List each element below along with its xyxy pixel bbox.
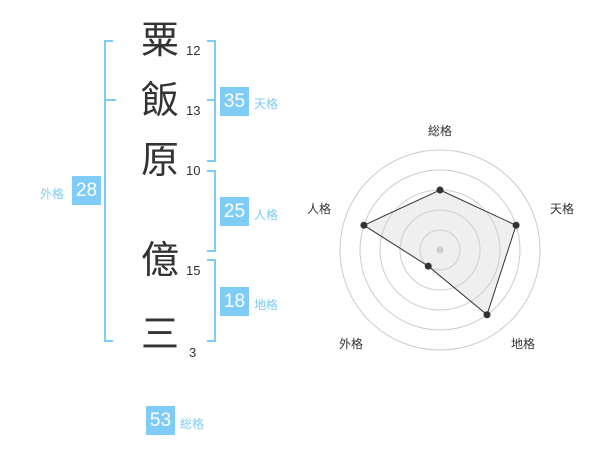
radar-ring [399, 209, 481, 291]
radar-label-gaikaku: 外格 [339, 337, 364, 351]
radar-center [436, 246, 444, 254]
stroke-count-1: 12 [186, 43, 201, 58]
tenkaku-bracket [207, 40, 216, 162]
radar-point-5 [360, 221, 368, 229]
gaikaku-value: 28 [72, 176, 101, 205]
radar-ring [339, 149, 541, 351]
radar-ring [419, 229, 461, 271]
name-char-3: 原 [140, 138, 179, 182]
stroke-count-4: 15 [186, 263, 201, 278]
tenkaku-label: 天格 [254, 97, 279, 111]
name-char-5: 三 [140, 312, 179, 356]
name-char-1: 粟 [140, 18, 179, 62]
chikaku-value: 18 [220, 287, 249, 316]
radar-point-2 [512, 221, 520, 229]
radar-area [362, 189, 517, 316]
gaikaku-label: 外格 [40, 187, 65, 201]
name-char-4: 億 [140, 238, 179, 282]
stroke-count-2: 13 [186, 103, 201, 118]
tenkaku-value: 35 [220, 87, 249, 116]
jinkaku-bracket [207, 170, 216, 252]
chikaku-label: 地格 [254, 298, 279, 312]
radar-point-3 [483, 311, 491, 319]
radar-label-tenkaku: 天格 [550, 202, 575, 216]
jinkaku-label: 人格 [254, 208, 279, 222]
soukaku-value: 53 [146, 406, 175, 435]
chikaku-bracket [207, 259, 216, 342]
radar-label-jinkaku: 人格 [307, 202, 332, 216]
gaikaku-bracket [104, 40, 113, 342]
name-char-2: 飯 [140, 78, 179, 122]
radar-point-4 [424, 262, 432, 270]
radar-point-1 [436, 186, 444, 194]
radar-label-soukaku: 総格 [428, 124, 453, 138]
stroke-count-3: 10 [186, 163, 201, 178]
soukaku-label: 総格 [180, 417, 205, 431]
jinkaku-value: 25 [220, 197, 249, 226]
stroke-count-5: 3 [189, 345, 197, 360]
radar-label-chikaku: 地格 [511, 337, 536, 351]
radar-ring [359, 169, 521, 331]
